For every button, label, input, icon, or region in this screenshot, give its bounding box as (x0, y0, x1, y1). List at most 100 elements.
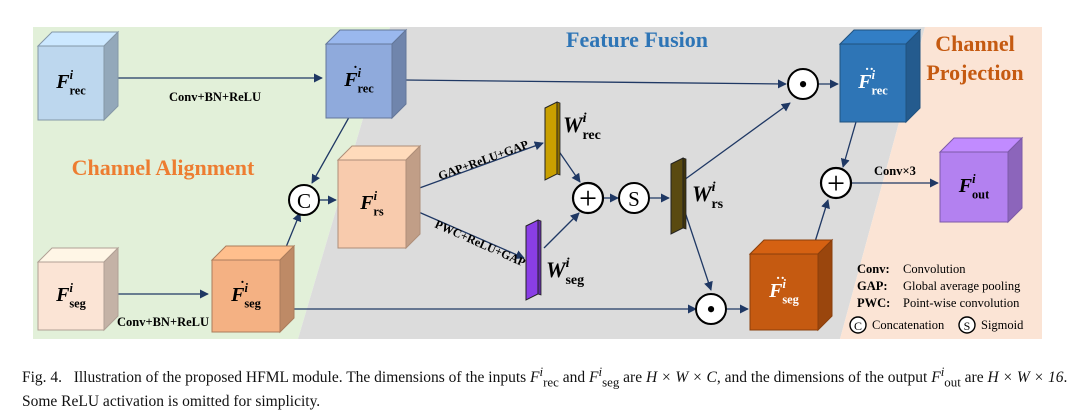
legend-concat-icon (849, 316, 867, 334)
weight-bar-edge (537, 219, 542, 296)
block-label-accent: · (240, 276, 245, 291)
legend-desc-sigmoid: Sigmoid (981, 318, 1024, 332)
edge-frs-to-wrec (413, 141, 544, 191)
legend-desc-concat: Concatenation (872, 318, 945, 332)
block-front-face (337, 159, 407, 249)
block-label-sup: i (69, 281, 73, 295)
block-side-face (817, 238, 833, 332)
legend-concat-icon-letter: C (854, 319, 862, 333)
caption-var-frec-sub: rec (543, 374, 559, 390)
channel-alignment-title: Channel Alignment (72, 155, 255, 180)
block-label-accent: · (353, 61, 358, 76)
block-front-face (839, 43, 907, 123)
legend-key-gap: GAP: (857, 279, 888, 293)
caption-text-4: , and the dimensions of the output (716, 369, 932, 387)
caption-label: Fig. 4. (22, 369, 63, 387)
channel-alignment-region (33, 27, 390, 339)
caption-var-fseg-sup: i (598, 364, 603, 379)
caption-text-1: Illustration of the proposed HFML module… (73, 369, 531, 387)
block-label-base: F (230, 284, 245, 306)
block-label-sub: seg (244, 297, 261, 311)
edge-frecddot-to-add (840, 121, 857, 168)
block-label-sub: rs (373, 205, 383, 219)
channel-projection-title-line2: Projection (926, 60, 1023, 85)
weight-bar-face (544, 101, 558, 181)
block-label-sup: i (782, 277, 786, 291)
block-label-sub: rec (69, 84, 86, 98)
weight-bar-face (670, 157, 684, 235)
block-side-face (103, 246, 119, 332)
edge-frs-to-wseg (413, 209, 525, 259)
edge-label-conv-bn-relu-top: Conv+BN+ReLU (169, 90, 261, 104)
caption-var-fseg: F (589, 369, 599, 387)
diagram-canvas: Channel Alignment Feature Fusion Channel… (33, 27, 1042, 339)
caption-text-3: are (619, 369, 646, 387)
block-front-face (749, 253, 819, 331)
weight-label-sub: seg (565, 273, 584, 288)
weight-label-sup: i (566, 256, 570, 271)
block-label: Fi rs (359, 189, 384, 219)
caption-text-2: and (558, 369, 589, 387)
add-op-fusion: + (571, 180, 605, 216)
sigmoid-op: S (618, 182, 650, 214)
legend-sigmoid-icon-letter: S (964, 319, 971, 333)
add-symbol-fusion: + (579, 180, 597, 216)
concat-op: C (288, 184, 320, 216)
block-side-face (103, 30, 119, 122)
caption-text-5: are (960, 369, 988, 387)
caption-var-frec: F (530, 369, 540, 387)
feature-fusion-title: Feature Fusion (566, 27, 708, 52)
block-label-accent: ·· (865, 63, 874, 78)
mul-op-bottom: • (695, 293, 727, 325)
block-label-sub: seg (69, 297, 86, 311)
block-label-base: F (55, 71, 70, 93)
block-label-base: F (857, 71, 872, 93)
block-label-sup: i (972, 172, 976, 186)
weight-label-sup: i (712, 180, 716, 195)
caption-var-fout: F (931, 369, 941, 387)
edge-wrec-to-add (557, 149, 581, 183)
weight-label-sup: i (583, 111, 587, 126)
block-front-face (325, 43, 393, 119)
block-label-sub: rec (871, 84, 888, 98)
block-label-sub: seg (782, 293, 799, 307)
edge-wrs-to-mul-bottom (684, 211, 713, 291)
block-label-sup: i (374, 189, 378, 203)
edge-wrs-to-mul-top (683, 102, 791, 181)
weight-label-base: W (546, 257, 567, 282)
block-label-accent: ·· (776, 272, 785, 287)
block-label-base: F (359, 192, 374, 214)
legend-key-conv: Conv: (857, 262, 890, 276)
caption-dim-output: H × W × 16 (987, 369, 1064, 387)
block-front-face (37, 45, 105, 121)
block-front-face (939, 151, 1009, 223)
add-symbol-projection: + (827, 165, 845, 201)
block-side-face (1007, 136, 1023, 224)
block-label-base: F (958, 175, 973, 197)
block-side-face (279, 244, 295, 334)
weight-label-sub: rec (582, 128, 600, 143)
mul-symbol-top: • (798, 70, 807, 99)
block-side-face (405, 144, 421, 250)
add-op-projection: + (819, 165, 853, 201)
weight-bar-w-seg: Wi seg (525, 219, 584, 301)
caption-dim-input: H × W × C (645, 369, 717, 387)
figure-caption: Fig. 4. Illustration of the proposed HFM… (22, 362, 1072, 412)
block-f-rs: Fi rs (336, 144, 422, 250)
caption-var-fout-sub: out (944, 374, 961, 390)
weight-label-base: W (692, 181, 713, 206)
edge-frecdot-to-concat (311, 111, 353, 184)
